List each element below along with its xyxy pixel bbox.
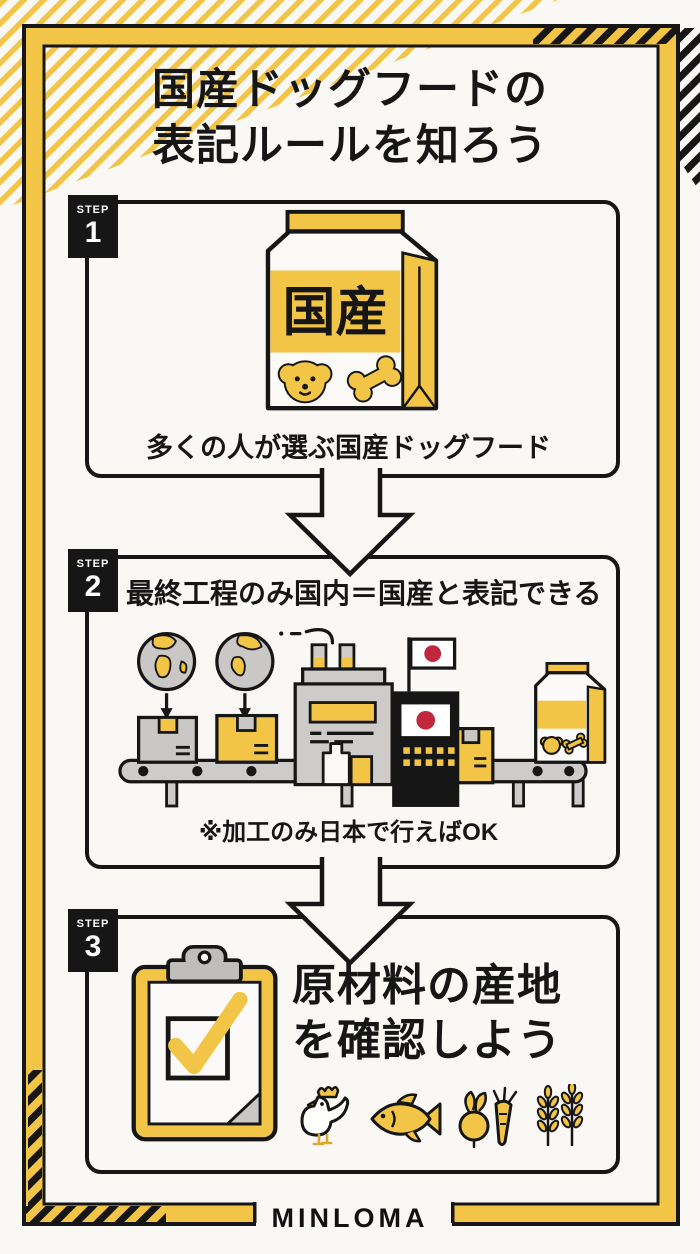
package-cap xyxy=(285,209,405,234)
step3-heading-line1: 原材料の産地 xyxy=(292,961,562,1010)
japan-flag-screen xyxy=(416,710,436,730)
fish-icon xyxy=(370,1093,442,1143)
dog-food-package-illustration: 国産 xyxy=(265,209,439,411)
page-title: 国産ドッグフードの 表記ルールを知ろう xyxy=(48,62,652,174)
clipboard-clip xyxy=(166,944,243,984)
globe-icon-2 xyxy=(215,631,275,720)
step3-heading-line2: を確認しよう xyxy=(292,1016,562,1065)
step2-heading: 最終工程のみ国内＝国産と表記できる xyxy=(126,578,602,609)
japan-flag xyxy=(407,637,457,692)
factory-building xyxy=(279,628,394,787)
cardboard-box-yellow xyxy=(215,713,279,764)
step1-badge-number: 1 xyxy=(84,216,102,249)
step1-badge-label: STEP xyxy=(76,204,110,216)
page-title-line1: 国産ドッグフードの xyxy=(152,66,548,114)
dog-icon xyxy=(277,360,333,404)
package-label-text: 国産 xyxy=(283,283,388,342)
decor-stripes-top-right xyxy=(674,28,700,192)
factory-conveyor-illustration xyxy=(118,628,607,808)
step3-heading: 原材料の産地 を確認しよう xyxy=(292,958,612,1068)
frame-hazard-bottom-left xyxy=(26,1206,166,1222)
frame-gap-cap-left xyxy=(253,1202,257,1223)
bone-icon xyxy=(346,355,403,403)
frame-hazard-top-right xyxy=(533,28,676,44)
flow-arrow-down-2 xyxy=(284,857,416,967)
wheat-icon xyxy=(536,1084,584,1146)
step3-badge-label: STEP xyxy=(76,918,110,930)
paper-fold-corner xyxy=(226,1091,262,1126)
step1-badge: STEP 1 xyxy=(68,195,118,258)
inspection-machine xyxy=(392,691,460,807)
flow-arrow-down-1 xyxy=(284,468,416,578)
step2-note: ※加工のみ日本で行えばOK xyxy=(198,819,499,846)
step2-badge-number: 2 xyxy=(84,570,102,603)
step3-badge: STEP 3 xyxy=(68,909,118,972)
brand-logo: MINLOMA xyxy=(271,1203,429,1233)
cardboard-box-gray xyxy=(136,715,199,764)
vegetables-icon xyxy=(458,1086,518,1149)
ingredient-icons xyxy=(292,1082,592,1150)
finished-package xyxy=(534,662,607,764)
check-icon xyxy=(168,991,248,1075)
package-label-band xyxy=(270,270,401,353)
step1-caption: 多くの人が選ぶ国産ドッグフード xyxy=(146,433,551,463)
decor-stripes-top-left xyxy=(0,0,558,210)
bottle-icon xyxy=(321,742,351,786)
clipboard-check-illustration xyxy=(131,944,278,1142)
chicken-icon xyxy=(300,1086,350,1146)
frame-hazard-left-bottom xyxy=(28,1070,42,1222)
step2-badge: STEP 2 xyxy=(68,549,118,612)
step2-badge-label: STEP xyxy=(76,558,110,570)
frame-logo-gap xyxy=(256,1197,452,1229)
package-crease xyxy=(402,266,436,408)
frame-gap-cap-right xyxy=(451,1202,455,1223)
machine-keypad xyxy=(403,747,455,766)
step3-badge-number: 3 xyxy=(84,930,102,963)
globe-icon-1 xyxy=(136,631,197,720)
page-title-line2: 表記ルールを知ろう xyxy=(152,122,548,170)
